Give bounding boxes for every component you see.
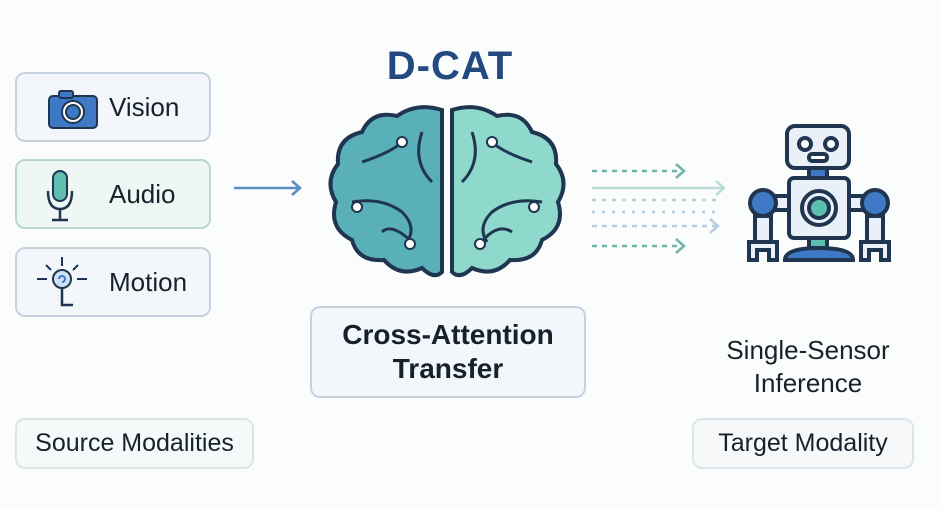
target-caption: Single-Sensor Inference bbox=[700, 334, 916, 400]
cross-attention-transfer-box: Cross-Attention Transfer bbox=[310, 306, 586, 398]
input-arrow bbox=[234, 180, 302, 196]
source-label: Motion bbox=[109, 266, 188, 297]
footer-target: Target Modality bbox=[718, 429, 888, 457]
source-motion: Motion bbox=[15, 247, 211, 317]
transfer-arrows bbox=[592, 163, 726, 254]
source-label: Vision bbox=[109, 91, 180, 122]
diagram-title: D-CAT bbox=[386, 44, 514, 88]
brain-icon bbox=[328, 105, 566, 278]
source-audio: Audio bbox=[15, 159, 211, 229]
target-modality-label: Target Modality bbox=[692, 418, 914, 469]
target-line1: Single-Sensor bbox=[726, 335, 890, 365]
camera-icon bbox=[48, 90, 98, 129]
center-line1: Cross-Attention bbox=[342, 319, 554, 350]
microphone-icon bbox=[46, 170, 74, 222]
source-label: Audio bbox=[109, 178, 176, 209]
source-modalities-label: Source Modalities bbox=[15, 418, 254, 469]
motion-sensor-icon bbox=[37, 257, 87, 307]
center-line2: Transfer bbox=[392, 353, 504, 384]
source-vision: Vision bbox=[15, 72, 211, 142]
target-line2: Inference bbox=[753, 368, 863, 398]
robot-icon bbox=[747, 124, 891, 262]
footer-source: Source Modalities bbox=[35, 429, 234, 457]
